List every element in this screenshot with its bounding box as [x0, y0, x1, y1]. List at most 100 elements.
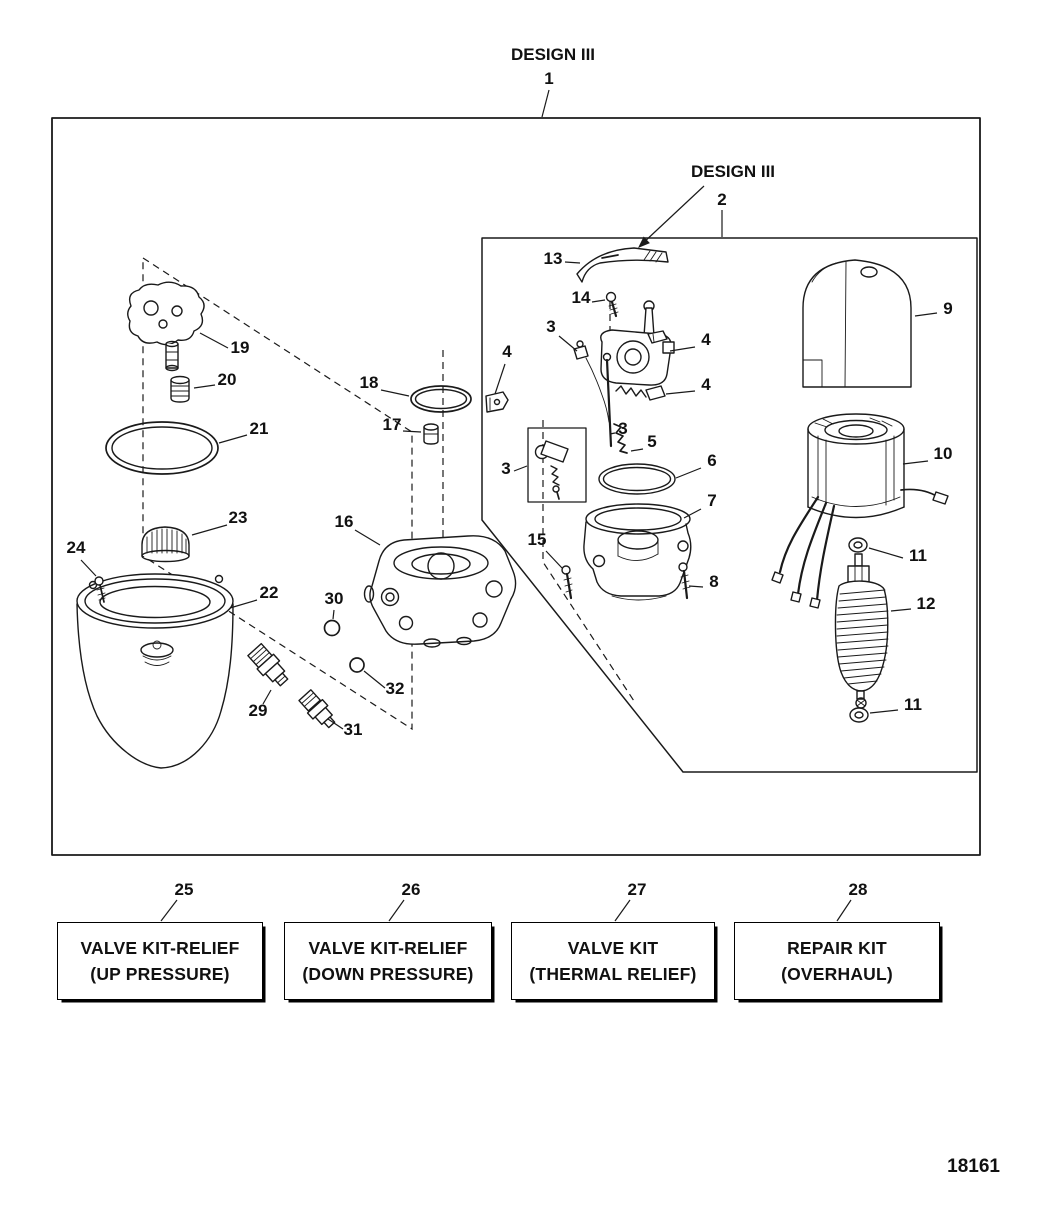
svg-text:9: 9 — [943, 299, 952, 318]
part-12-armature — [834, 553, 889, 709]
part-7-pump-base — [583, 503, 692, 601]
callout-26: 26 — [388, 880, 421, 922]
kit-box-valve-relief-up: VALVE KIT-RELIEF (UP PRESSURE) — [57, 922, 263, 1000]
callout-19: 19 — [199, 332, 250, 357]
svg-text:7: 7 — [707, 491, 716, 510]
callout-17: 17 — [383, 415, 422, 434]
design-top-text: DESIGN III — [511, 45, 595, 64]
kit-27-line1: VALVE KIT — [567, 937, 659, 958]
callout-12: 12 — [890, 594, 936, 613]
svg-text:6: 6 — [707, 451, 716, 470]
callout-11-upper: 11 — [868, 546, 927, 565]
part-21-oring-large — [105, 421, 219, 475]
svg-text:13: 13 — [544, 249, 563, 268]
part-lever-bracket — [600, 300, 675, 386]
design-iii-region-label: DESIGN III 2 — [638, 162, 775, 248]
svg-text:19: 19 — [231, 338, 250, 357]
svg-text:15: 15 — [528, 530, 547, 549]
part-9-motor-cover — [802, 259, 912, 388]
part-32-oring-small — [349, 657, 365, 673]
kit-callouts: 25 26 27 28 — [160, 880, 867, 922]
svg-text:21: 21 — [250, 419, 269, 438]
callout-15: 15 — [528, 530, 563, 569]
svg-text:22: 22 — [260, 583, 279, 602]
part-8-screw — [678, 562, 691, 600]
svg-text:18: 18 — [360, 373, 379, 392]
svg-text:4: 4 — [701, 375, 711, 394]
kit-box-repair-overhaul: REPAIR KIT (OVERHAUL) — [734, 922, 940, 1000]
part-22-reservoir — [76, 573, 234, 769]
svg-text:17: 17 — [383, 415, 402, 434]
part-20-filter — [170, 375, 190, 403]
part-24-screw — [94, 576, 106, 603]
svg-text:31: 31 — [344, 720, 363, 739]
callout-4-left: 4 — [494, 342, 512, 395]
callout-6: 6 — [675, 451, 717, 479]
svg-text:23: 23 — [229, 508, 248, 527]
svg-text:10: 10 — [934, 444, 953, 463]
svg-text:3: 3 — [501, 459, 510, 478]
svg-text:29: 29 — [249, 701, 268, 720]
callout-9: 9 — [914, 299, 953, 318]
part-31-fitting — [298, 689, 336, 729]
callout-11-lower: 11 — [869, 695, 922, 714]
part-15-screw — [561, 565, 573, 600]
callout-1: 1 — [544, 69, 553, 88]
svg-text:26: 26 — [402, 880, 421, 899]
svg-text:11: 11 — [904, 695, 922, 714]
part-4-spring-clip — [615, 385, 666, 401]
part-23-fill-cap — [141, 526, 190, 563]
part-4-clip-left — [485, 391, 509, 413]
kit-27-line2: (THERMAL RELIEF) — [529, 963, 697, 984]
part-11-washer-lower — [849, 707, 869, 723]
callout-16: 16 — [335, 512, 381, 546]
svg-text:5: 5 — [647, 432, 656, 451]
svg-text:4: 4 — [502, 342, 512, 361]
part-3-rod — [602, 352, 613, 448]
callout-24: 24 — [67, 538, 97, 577]
svg-text:16: 16 — [335, 512, 354, 531]
callout-14: 14 — [572, 288, 606, 307]
callout-29: 29 — [249, 689, 272, 720]
callout-22: 22 — [229, 583, 279, 609]
callout-30: 30 — [325, 589, 343, 620]
callout-31: 31 — [327, 718, 363, 739]
kit-26-line1: VALVE KIT-RELIEF — [308, 937, 468, 958]
callout-10: 10 — [902, 444, 953, 465]
callout-13: 13 — [544, 249, 581, 268]
callout-20: 20 — [193, 370, 237, 389]
kit-25-line1: VALVE KIT-RELIEF — [80, 937, 240, 958]
callout-8: 8 — [688, 572, 719, 591]
kit-box-valve-thermal: VALVE KIT (THERMAL RELIEF) — [511, 922, 715, 1000]
callout-21: 21 — [218, 419, 269, 444]
part-3-wire-fitting — [573, 340, 610, 423]
svg-text:12: 12 — [917, 594, 936, 613]
part-10-stator — [771, 413, 949, 609]
part-17-small-valve — [423, 423, 439, 445]
part-6-oring — [598, 463, 676, 495]
kit-26-line2: (DOWN PRESSURE) — [302, 963, 474, 984]
svg-text:3: 3 — [546, 317, 555, 336]
kit-28-line2: (OVERHAUL) — [781, 963, 893, 984]
figure-number: 18161 — [947, 1156, 1000, 1177]
callout-3-boxed: 3 — [501, 459, 528, 478]
callout-28: 28 — [836, 880, 867, 922]
kit-28-line1: REPAIR KIT — [787, 937, 887, 958]
design-iii-top-label: DESIGN III 1 — [511, 45, 595, 118]
part-19-pump-assembly — [127, 281, 205, 372]
callout-18: 18 — [360, 373, 410, 397]
callout-27: 27 — [614, 880, 646, 922]
callout-5: 5 — [630, 432, 657, 452]
callout-3-top: 3 — [546, 317, 578, 352]
svg-text:11: 11 — [909, 546, 927, 565]
svg-text:20: 20 — [218, 370, 237, 389]
svg-text:14: 14 — [572, 288, 591, 307]
callout-7: 7 — [683, 491, 717, 519]
part-3-boxed-valve — [527, 427, 587, 503]
callout-4-top: 4 — [669, 330, 711, 352]
part-11-washer-upper — [848, 537, 868, 553]
part-29-fitting — [247, 642, 289, 687]
callout-32: 32 — [363, 670, 404, 698]
